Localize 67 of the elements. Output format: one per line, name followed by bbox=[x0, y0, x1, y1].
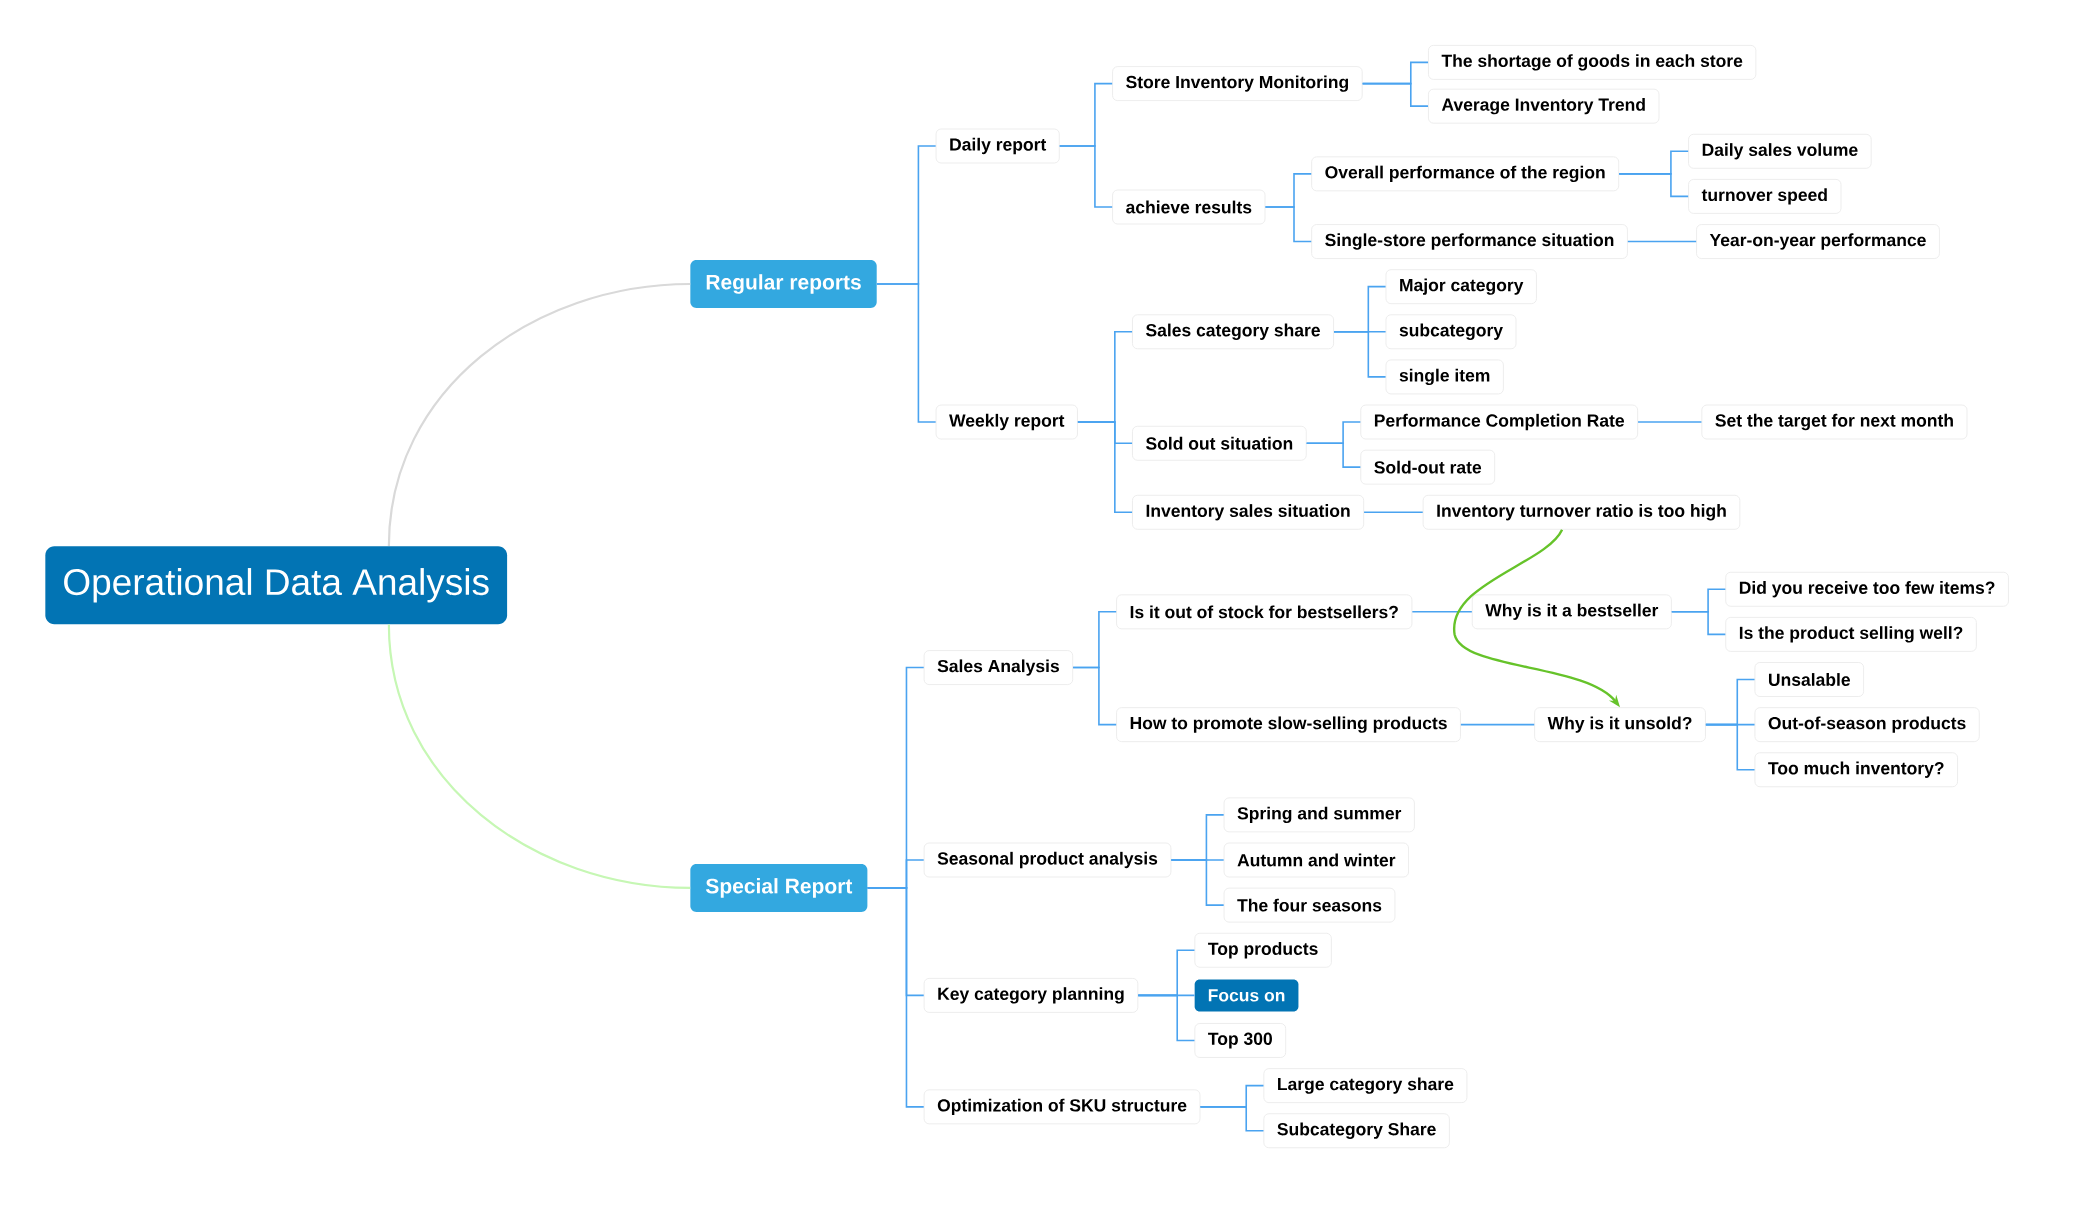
topic-box: Top 300 bbox=[1194, 1023, 1287, 1058]
connector bbox=[1305, 442, 1362, 468]
connector bbox=[866, 887, 925, 1108]
connector bbox=[1137, 994, 1196, 1042]
topic-box: How to promote slow-selling products bbox=[1116, 707, 1461, 743]
topic-box: Average Inventory Trend bbox=[1428, 88, 1660, 124]
connector bbox=[1637, 421, 1703, 423]
topic-box: Sold-out rate bbox=[1360, 449, 1496, 485]
topic-box: Large category share bbox=[1263, 1068, 1468, 1103]
topic-box: Spring and summer bbox=[1223, 797, 1415, 833]
topic-box: Set the target for next month bbox=[1701, 404, 1968, 440]
topic-box: Daily sales volume bbox=[1688, 133, 1872, 169]
topic-box: Overall performance of the region bbox=[1311, 156, 1620, 192]
connector bbox=[1361, 82, 1429, 107]
topic-box: Is it out of stock for bestsellers? bbox=[1116, 594, 1413, 630]
main-topic-box: Regular reports bbox=[690, 260, 877, 308]
topic-box: Did you receive too few items? bbox=[1725, 571, 2009, 607]
connector bbox=[1618, 173, 1689, 198]
topic-box: Year-on-year performance bbox=[1696, 224, 1940, 259]
topic-box: Top products bbox=[1194, 932, 1332, 968]
connector bbox=[1058, 145, 1113, 208]
connector bbox=[1460, 723, 1535, 726]
topic-box: Weekly report bbox=[935, 404, 1078, 440]
topic-box: Sales category share bbox=[1132, 314, 1334, 350]
topic-box: Unsalable bbox=[1754, 662, 1864, 697]
connector bbox=[1363, 511, 1424, 514]
connector bbox=[876, 283, 937, 423]
connector bbox=[1170, 859, 1225, 906]
topic-box: The four seasons bbox=[1223, 887, 1396, 923]
highlighted-topic-box: Focus on bbox=[1194, 979, 1299, 1012]
topic-box: Inventory sales situation bbox=[1132, 494, 1365, 530]
topic-box: Subcategory Share bbox=[1263, 1113, 1450, 1149]
topic-box: Seasonal product analysis bbox=[923, 842, 1172, 878]
connector bbox=[1627, 240, 1697, 243]
topic-box: Daily report bbox=[935, 128, 1060, 164]
topic-box: Too much inventory? bbox=[1754, 752, 1958, 788]
connector bbox=[1199, 1106, 1265, 1132]
topic-box: Inventory turnover ratio is too high bbox=[1422, 494, 1741, 530]
topic-box: Autumn and winter bbox=[1223, 842, 1409, 878]
topic-box: Key category planning bbox=[923, 978, 1139, 1013]
topic-box: Why is it unsold? bbox=[1534, 707, 1706, 743]
topic-box: Optimization of SKU structure bbox=[923, 1089, 1201, 1125]
connector bbox=[1411, 611, 1473, 613]
main-topic-box: Special Report bbox=[690, 863, 868, 912]
topic-box: Sales Analysis bbox=[923, 650, 1074, 685]
topic-box: Is the product selling well? bbox=[1725, 617, 1977, 652]
topic-box: Sold out situation bbox=[1132, 425, 1307, 461]
topic-box: Out-of-season products bbox=[1754, 707, 1980, 743]
topic-box: Major category bbox=[1385, 269, 1537, 305]
topic-box: Performance Completion Rate bbox=[1360, 404, 1639, 440]
topic-box: Single-store performance situation bbox=[1311, 224, 1628, 259]
connector bbox=[1705, 723, 1756, 771]
topic-box: Why is it a bestseller bbox=[1471, 594, 1672, 630]
connector bbox=[1264, 206, 1313, 243]
connector bbox=[387, 282, 691, 547]
topic-box: turnover speed bbox=[1688, 179, 1842, 214]
topic-box: achieve results bbox=[1112, 189, 1266, 225]
topic-box: Store Inventory Monitoring bbox=[1112, 66, 1363, 101]
connector bbox=[1333, 331, 1387, 378]
connector bbox=[1072, 666, 1117, 726]
topic-box: The shortage of goods in each store bbox=[1428, 45, 1757, 80]
connector bbox=[387, 624, 691, 889]
connector bbox=[1077, 421, 1133, 514]
root-topic-box: Operational Data Analysis bbox=[45, 546, 508, 625]
topic-box: single item bbox=[1385, 359, 1504, 395]
topic-box: subcategory bbox=[1385, 314, 1517, 350]
connector bbox=[1670, 611, 1727, 636]
